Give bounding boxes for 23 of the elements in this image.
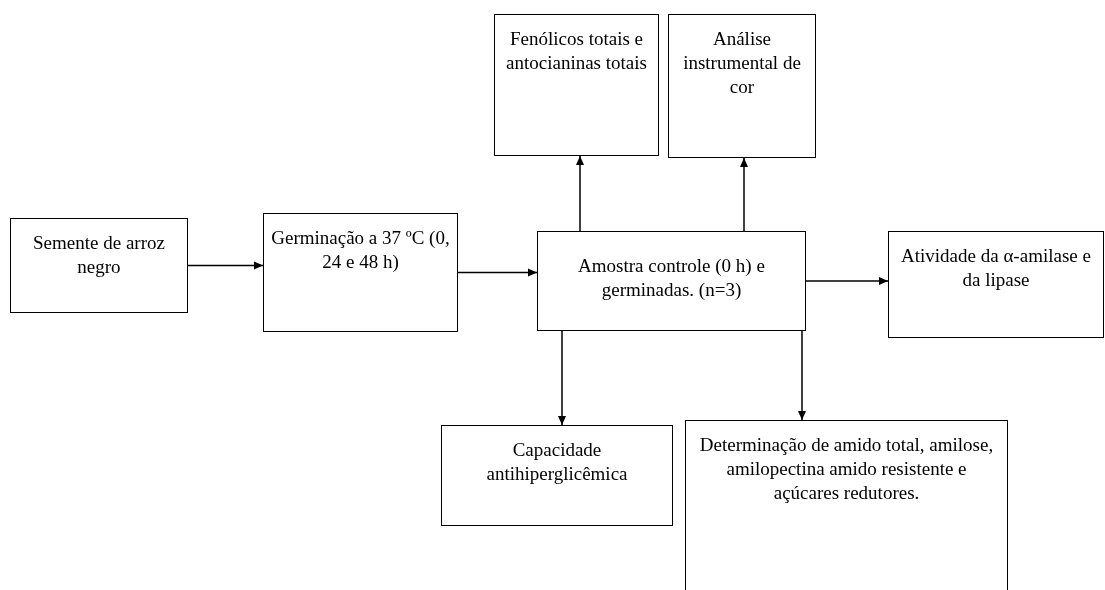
process-box — [263, 213, 458, 332]
box-label: Germinação a 37 ºC (0, 24 e 48 h) — [270, 226, 451, 274]
process-box — [10, 218, 188, 313]
arrow — [805, 277, 889, 285]
box-label: Fenólicos totais e antocianinas totais — [505, 27, 648, 75]
process-box — [494, 14, 659, 156]
arrow — [558, 330, 566, 426]
arrow — [740, 157, 748, 232]
process-box — [441, 425, 673, 526]
arrow — [798, 330, 806, 421]
box-label: Atividade da α-amilase e da lipase — [900, 244, 1092, 292]
arrow — [457, 268, 538, 277]
process-box — [685, 420, 1008, 590]
box-label: Determinação de amido total, amilose, amilopectina amido resistente e açúcares redutores. — [698, 433, 995, 505]
arrow — [187, 261, 264, 270]
process-box — [888, 231, 1104, 338]
process-box — [537, 231, 806, 331]
process-box — [668, 14, 816, 158]
box-label: Semente de arroz negro — [32, 231, 166, 279]
box-label: Capacidade antihiperglicêmica — [485, 438, 629, 486]
arrow — [576, 155, 584, 232]
box-label: Amostra controle (0 h) e germinadas. (n=3) — [577, 254, 766, 302]
box-label: Análise instrumental de cor — [682, 27, 802, 99]
